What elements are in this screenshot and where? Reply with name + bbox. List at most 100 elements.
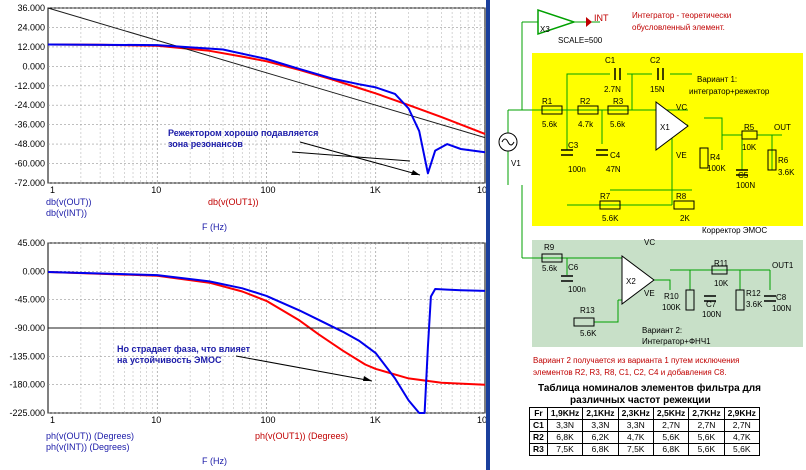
r6-value: 3.6K — [778, 168, 795, 177]
resistor-r6[interactable]: R6 3.6K — [767, 149, 795, 177]
resistor-r5[interactable]: R5 10K — [741, 123, 758, 152]
variant2-title-1: Вариант 2: — [642, 326, 682, 335]
legend-db-out1[interactable]: db(v(OUT1)) — [208, 197, 259, 207]
r12-value: 3.6K — [746, 300, 763, 309]
table-header-cell: 2,7KHz — [688, 407, 725, 420]
component-values-table: Fr 1,9KHz 2,1KHz 2,3KHz 2,5KHz 2,7KHz 2,… — [529, 407, 760, 456]
source-v1[interactable]: V1 — [498, 109, 532, 258]
magnitude-annotation-1: Режектором хорошо подавляется — [168, 128, 318, 138]
resistor-r4[interactable]: R4 100K — [699, 147, 726, 173]
magnitude-grid — [48, 7, 485, 184]
c1-value: 2.7N — [604, 85, 621, 94]
variant-note-2: элементов R2, R3, R8, C1, C2, C4 и добав… — [533, 368, 726, 377]
resistor-r3[interactable]: R3 5.6k — [607, 97, 629, 129]
capacitor-c3[interactable]: C3 100n — [561, 141, 586, 174]
schematic-window[interactable]: X3 INT SCALE=500 Интегратор - теоретичес… — [492, 0, 806, 470]
variant2-out-label: OUT1 — [772, 261, 794, 270]
phase-plot[interactable]: 45.0000.000-45.000-90.000-135.000-180.00… — [9, 238, 490, 466]
variant2-wires — [522, 257, 771, 323]
series-line-db-v-out1- — [47, 43, 486, 175]
y-tick-label: -45.000 — [14, 295, 45, 305]
r8-value: 2K — [680, 214, 690, 223]
table-cell: 5,6K — [688, 431, 725, 444]
capacitor-c5[interactable]: C5 100N — [736, 169, 755, 190]
resistor-r10[interactable]: R10 100K — [662, 289, 695, 312]
phase-x-label: F (Hz) — [202, 456, 227, 466]
r12-name: R12 — [746, 289, 761, 298]
opamp-x2[interactable]: X2 VC VE Вариант 2: Интегратор+ФНЧ1 — [621, 238, 711, 346]
c6-value: 100n — [568, 285, 586, 294]
table-cell: 3,3N — [582, 419, 619, 432]
capacitor-c8[interactable]: C8 100N — [764, 293, 791, 313]
table-cell: 6,8K — [652, 443, 690, 456]
r8-name: R8 — [676, 192, 687, 201]
r11-value: 10K — [714, 279, 729, 288]
x2-vc: VC — [644, 238, 655, 247]
window-splitter[interactable] — [486, 0, 490, 470]
table-header-cell: 2,9KHz — [723, 407, 760, 420]
table-row: R3 7,5K 6,8K 7,5K 6,8K 5,6K 5,6K — [529, 443, 760, 456]
y-tick-label: -24.000 — [14, 100, 45, 110]
c8-value: 100N — [772, 304, 791, 313]
table-title-1: Таблица номиналов элементов фильтра для — [538, 382, 761, 394]
series-line-ph-v-out1- — [47, 271, 486, 414]
x-tick-label: 10K — [477, 415, 490, 425]
x1-name: X1 — [660, 123, 670, 132]
magnitude-x-ticks: 1101001K10K — [50, 185, 490, 195]
r1-name: R1 — [542, 97, 553, 106]
r9-name: R9 — [544, 243, 555, 252]
c7-value: 100N — [702, 310, 721, 319]
legend-ph-out1[interactable]: ph(v(OUT1)) (Degrees) — [255, 431, 348, 441]
integrator-note-1: Интегратор - теоретически — [632, 11, 731, 20]
variant1-panel[interactable]: Вариант 1: интегратор+режектор Корректор… — [532, 53, 803, 235]
r13-value: 5.6K — [580, 329, 597, 338]
phase-annotation-1: Но страдает фаза, что влияет — [117, 344, 251, 354]
x-tick-label: 1 — [50, 415, 55, 425]
series-line-ph-v-out- — [47, 271, 486, 386]
capacitor-c2[interactable]: C2 15N — [650, 56, 665, 94]
resistor-r13[interactable]: R13 5.6K — [573, 306, 597, 338]
probe-plot-window[interactable]: 36.00024.00012.0000.000-12.000-24.000-36… — [0, 0, 490, 470]
x-tick-label: 1 — [50, 185, 55, 195]
c6-name: C6 — [568, 263, 579, 272]
variant2-panel[interactable]: R9 5.6k C6 100n X2 VC VE Вариант 2: Инте… — [522, 238, 803, 347]
y-tick-label: -36.000 — [14, 120, 45, 130]
x-tick-label: 100 — [261, 415, 276, 425]
table-cell: 6,8K — [546, 431, 584, 444]
legend-ph-out[interactable]: ph(v(OUT)) (Degrees) — [46, 431, 134, 441]
resistor-r9[interactable]: R9 5.6k — [541, 243, 563, 273]
c5-value: 100N — [736, 181, 755, 190]
y-tick-label: 36.000 — [17, 3, 45, 13]
legend-db-int[interactable]: db(v(INT)) — [46, 208, 87, 218]
y-tick-label: 0.000 — [22, 266, 45, 276]
y-tick-label: -90.000 — [14, 323, 45, 333]
r5-name: R5 — [744, 123, 755, 132]
opamp-x1[interactable]: X1 VC VE — [655, 101, 689, 160]
magnitude-series — [47, 7, 486, 175]
c2-name: C2 — [650, 56, 661, 65]
resistor-r8[interactable]: R8 2K — [673, 192, 695, 223]
table-header-row: Fr 1,9KHz 2,1KHz 2,3KHz 2,5KHz 2,7KHz 2,… — [529, 407, 760, 420]
legend-db-out[interactable]: db(v(OUT)) — [46, 197, 92, 207]
resistor-r12[interactable]: R12 3.6K — [735, 289, 763, 311]
x1-vc: VC — [676, 103, 687, 112]
resistor-r1[interactable]: R1 5.6k — [541, 97, 563, 129]
r1-value: 5.6k — [542, 120, 558, 129]
x-tick-label: 1K — [370, 185, 381, 195]
r6-name: R6 — [778, 156, 789, 165]
table-header-cell: 1,9KHz — [546, 407, 584, 420]
resistor-r7[interactable]: R7 5.6K — [599, 192, 621, 223]
integrator-block[interactable]: X3 INT SCALE=500 Интегратор - теоретичес… — [521, 8, 731, 110]
legend-ph-int[interactable]: ph(v(INT)) (Degrees) — [46, 442, 130, 452]
resistor-r2[interactable]: R2 4.7k — [577, 97, 599, 129]
capacitor-c1[interactable]: C1 2.7N — [604, 56, 621, 94]
resistor-r11[interactable]: R11 10K — [711, 259, 729, 288]
c4-value: 47N — [606, 165, 621, 174]
table-cell: 5,6K — [652, 431, 690, 444]
capacitor-c6[interactable]: C6 100n — [561, 263, 586, 294]
magnitude-plot[interactable]: 36.00024.00012.0000.000-12.000-24.000-36… — [14, 3, 490, 232]
y-tick-label: 12.000 — [17, 42, 45, 52]
capacitor-c7[interactable]: C7 100N — [702, 295, 721, 319]
c2-value: 15N — [650, 85, 665, 94]
capacitor-c4[interactable]: C4 47N — [596, 149, 621, 174]
